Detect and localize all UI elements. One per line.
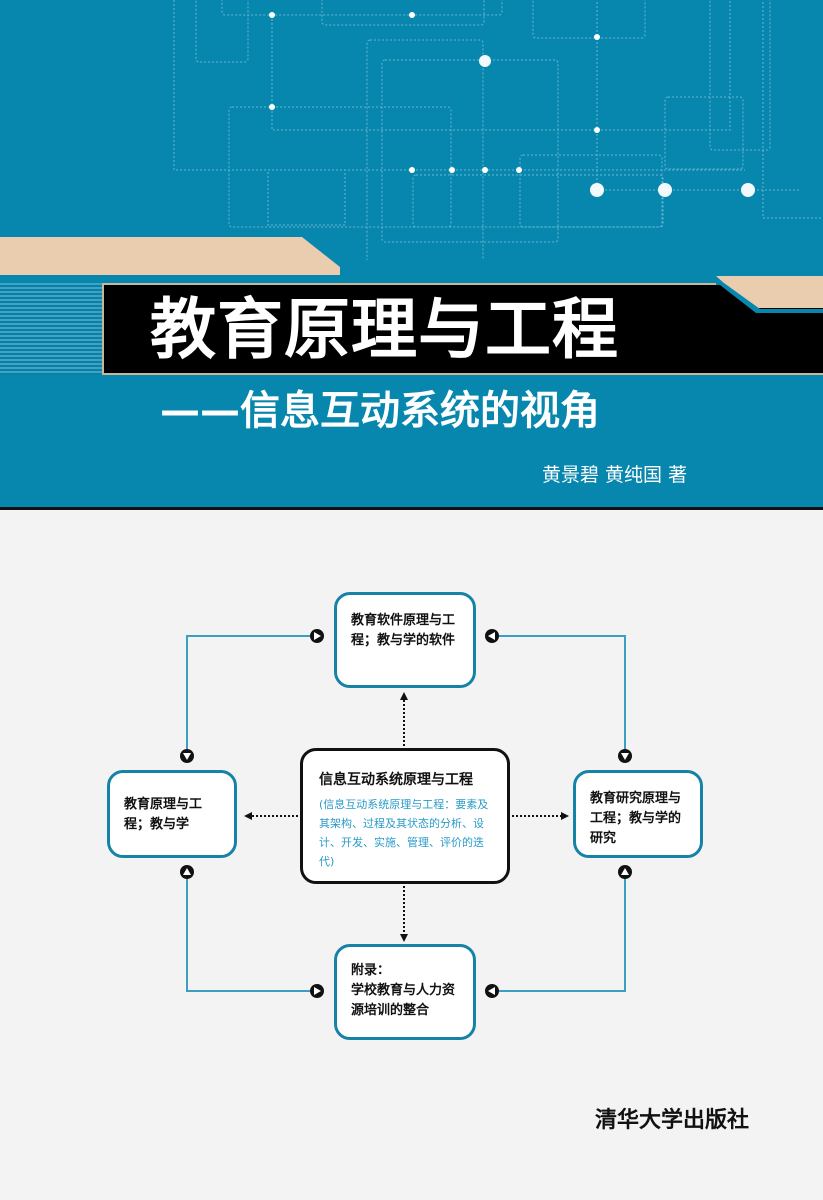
tan-accent-left <box>0 237 340 275</box>
node-top: 教育软件原理与工程；教与学的软件 <box>334 592 476 688</box>
node-bottom-label-2: 学校教育与人力资源培训的整合 <box>351 983 456 1018</box>
stripe-block <box>0 283 102 375</box>
node-left: 教育原理与工程；教与学 <box>107 770 237 858</box>
center-description: (信息互动系统原理与工程：要素及其架构、过程及其状态的分析、设计、开发、实施、管… <box>319 798 489 868</box>
node-bottom-label-1: 附录： <box>351 963 391 978</box>
node-left-label: 教育原理与工程；教与学 <box>124 797 203 832</box>
center-heading: 信息互动系统原理与工程 <box>319 772 473 788</box>
node-center: 信息互动系统原理与工程 (信息互动系统原理与工程：要素及其架构、过程及其状态的分… <box>300 748 510 884</box>
authors: 黄景碧 黄纯国 著 <box>542 464 688 486</box>
title-band <box>102 283 823 375</box>
node-bottom: 附录： 学校教育与人力资源培训的整合 <box>334 944 476 1040</box>
publisher: 清华大学出版社 <box>595 1108 750 1133</box>
book-subtitle: ——信息互动系统的视角 <box>160 388 600 434</box>
node-top-label: 教育软件原理与工程；教与学的软件 <box>351 613 456 648</box>
circuit-pattern <box>173 0 823 260</box>
cover-header: 教育原理与工程 ——信息互动系统的视角 黄景碧 黄纯国 著 <box>0 0 823 508</box>
book-title: 教育原理与工程 <box>150 290 619 368</box>
node-right: 教育研究原理与工程；教与学的研究 <box>573 770 703 858</box>
node-right-label: 教育研究原理与工程；教与学的研究 <box>590 791 682 846</box>
header-divider <box>0 507 823 510</box>
